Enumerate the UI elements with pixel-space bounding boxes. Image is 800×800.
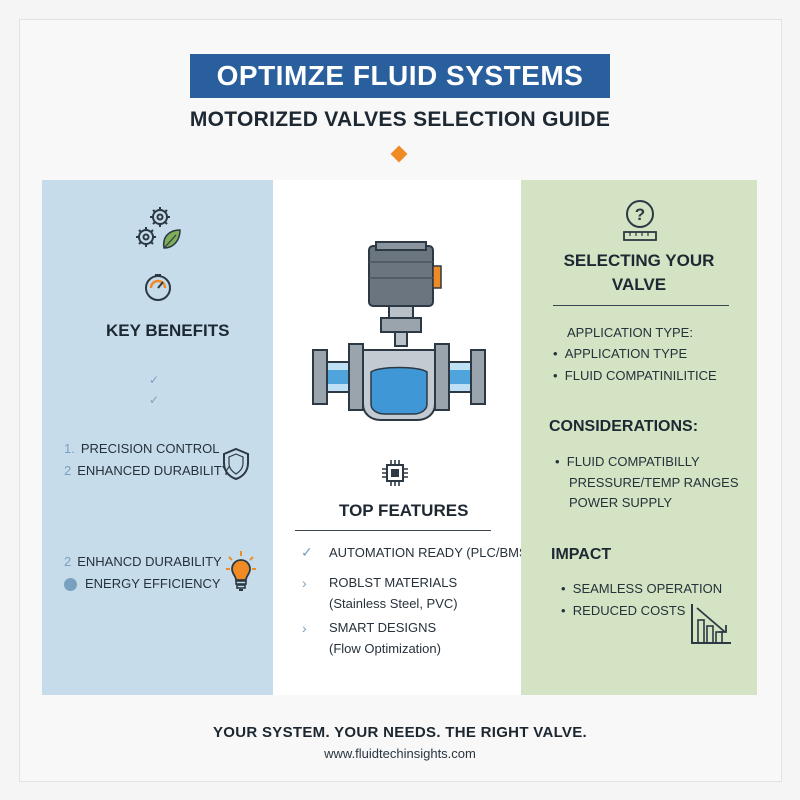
check-icon: ✓ <box>149 373 160 387</box>
top-features-heading: TOP FEATURES <box>339 501 469 520</box>
selecting-heading-line1: SELECTING YOUR <box>563 251 715 270</box>
shield-icon <box>223 447 249 481</box>
benefit-item: 1.PRECISION CONTROL <box>64 441 220 456</box>
page-title: OPTIMZE FLUID SYSTEMS <box>190 54 610 98</box>
page-subtitle: MOTORIZED VALVES SELECTION GUIDE <box>189 108 611 131</box>
consideration-item: • FLUID COMPATIBILLY <box>555 454 700 469</box>
impact-heading: IMPACT <box>551 546 612 563</box>
application-item: • APPLICATION TYPE <box>553 346 688 361</box>
feature-detail: (Stainless Steel, PVC) <box>329 596 458 611</box>
gauge-icon <box>145 274 171 301</box>
question-scale-icon: ? <box>623 200 657 241</box>
consideration-item: POWER SUPPLY <box>569 495 673 510</box>
key-benefits-heading: KEY BENEFITS <box>106 321 230 340</box>
footer-url: www.fluidtechinsights.com <box>324 746 476 761</box>
feature-item: ROBLST MATERIALS <box>329 575 458 590</box>
selecting-valve-panel: ? SELECTING YOUR VALVE APPLICATION TYPE:… <box>521 180 757 695</box>
check-circle-icon: ✓ <box>301 544 313 560</box>
divider <box>553 305 729 306</box>
benefit-item: ENERGY EFFICIENCY <box>64 576 221 592</box>
footer-tagline: YOUR SYSTEM. YOUR NEEDS. THE RIGHT VALVE… <box>212 724 587 741</box>
lightbulb-icon <box>226 551 256 591</box>
chip-icon <box>382 460 408 486</box>
consideration-item: PRESSURE/TEMP RANGES <box>569 475 739 490</box>
application-label: APPLICATION TYPE: <box>567 325 693 340</box>
check-icon: ✓ <box>149 393 160 407</box>
feature-item: AUTOMATION READY (PLC/BMS) <box>329 545 532 560</box>
selecting-heading-line2: VALVE <box>611 275 667 294</box>
impact-item: • REDUCED COSTS <box>561 603 686 618</box>
feature-detail: (Flow Optimization) <box>329 641 441 656</box>
divider <box>295 530 491 531</box>
feature-item: SMART DESIGNS <box>329 620 437 635</box>
arrow-circle-icon: › <box>302 575 307 591</box>
top-features-panel: TOP FEATURES ✓ AUTOMATION READY (PLC/BMS… <box>273 180 532 695</box>
svg-text:?: ? <box>635 205 645 224</box>
impact-item: • SEAMLESS OPERATION <box>561 581 723 596</box>
application-item: • FLUID COMPATINILITICE <box>553 368 717 383</box>
gears-leaf-icon <box>136 207 181 249</box>
arrow-circle-icon: › <box>302 620 307 636</box>
declining-chart-icon <box>691 604 731 644</box>
motorized-valve-illustration <box>312 241 486 421</box>
considerations-heading: CONSIDERATIONS: <box>549 418 699 435</box>
